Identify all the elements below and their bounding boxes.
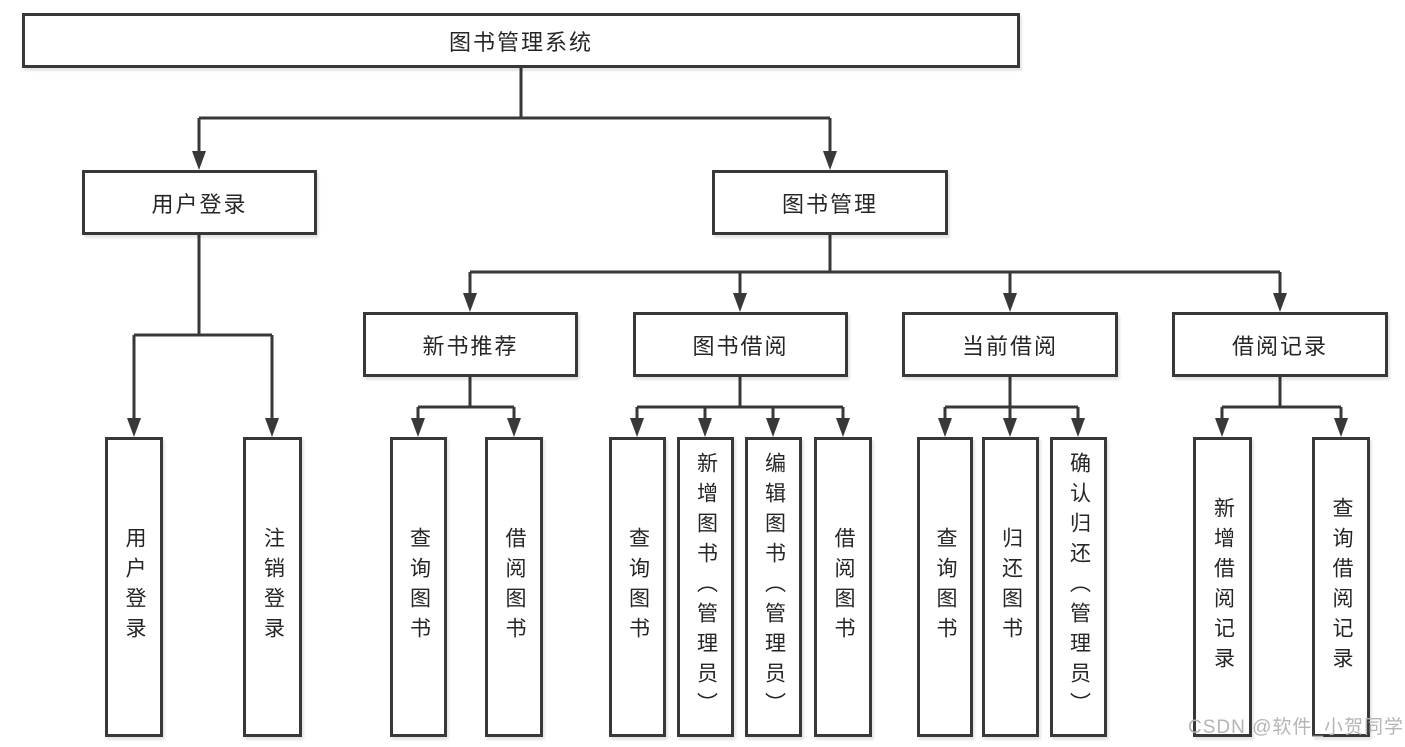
leaf-label: 查询图书 (407, 527, 431, 647)
leaf-recommend-borrow-book: 借阅图书 (485, 437, 543, 737)
leaf-borrow-edit-book-admin: 编辑图书（管理员） (745, 437, 802, 737)
connector-book-management-to-level2 (463, 235, 1287, 312)
csdn-watermark: CSDN @软件_小贺同学 (1188, 717, 1404, 738)
leaf-borrow-query-book: 查询图书 (609, 437, 666, 737)
leaf-user-login: 用户登录 (105, 437, 163, 737)
leaf-label: 查询图书 (934, 527, 957, 647)
leaf-current-return-book: 归还图书 (982, 437, 1039, 737)
node-root: 图书管理系统 (22, 13, 1020, 68)
node-user-login: 用户登录 (82, 170, 317, 235)
leaf-label: 归还图书 (999, 527, 1023, 647)
connector-book-borrow-to-leaves (630, 377, 850, 437)
connector-borrow-records-to-leaves (1215, 377, 1348, 437)
node-current-borrow: 当前借阅 (902, 312, 1118, 377)
connector-new-book-recommend-to-leaves (411, 377, 521, 437)
leaf-label: 确认归还（管理员） (1067, 452, 1091, 722)
leaf-label: 注销登录 (261, 527, 285, 647)
node-label: 图书借阅 (692, 333, 789, 359)
leaf-label: 编辑图书（管理员） (762, 452, 786, 722)
connector-user-login-to-leaves (127, 235, 279, 437)
node-root-label: 图书管理系统 (448, 29, 593, 55)
node-book-management: 图书管理 (712, 170, 948, 235)
leaf-logout: 注销登录 (243, 437, 302, 737)
node-borrow-records: 借阅记录 (1172, 312, 1388, 377)
leaf-label: 新增借阅记录 (1211, 497, 1235, 677)
leaf-label: 借阅图书 (503, 527, 526, 647)
leaf-label: 借阅图书 (832, 527, 855, 647)
node-label: 当前借阅 (961, 333, 1058, 359)
node-label: 新书推荐 (422, 333, 519, 359)
leaf-records-query-record: 查询借阅记录 (1312, 437, 1370, 737)
leaf-label: 用户登录 (123, 527, 146, 647)
connector-root-to-level1 (192, 68, 837, 170)
leaf-label: 查询借阅记录 (1330, 497, 1353, 677)
leaf-borrow-borrow-book: 借阅图书 (814, 437, 872, 737)
connector-current-borrow-to-leaves (938, 377, 1085, 437)
node-label: 借阅记录 (1231, 333, 1328, 359)
leaf-current-query-book: 查询图书 (917, 437, 973, 737)
leaf-recommend-query-book: 查询图书 (390, 437, 447, 737)
leaf-current-confirm-return-admin: 确认归还（管理员） (1050, 437, 1107, 737)
node-label: 图书管理 (781, 191, 878, 217)
node-new-book-recommend: 新书推荐 (363, 312, 578, 377)
leaf-borrow-add-book-admin: 新增图书（管理员） (677, 437, 734, 737)
leaf-label: 查询图书 (626, 527, 650, 647)
leaf-label: 新增图书（管理员） (694, 452, 718, 722)
leaf-records-add-record: 新增借阅记录 (1193, 437, 1252, 737)
node-label: 用户登录 (151, 191, 248, 217)
node-book-borrow: 图书借阅 (633, 312, 848, 377)
